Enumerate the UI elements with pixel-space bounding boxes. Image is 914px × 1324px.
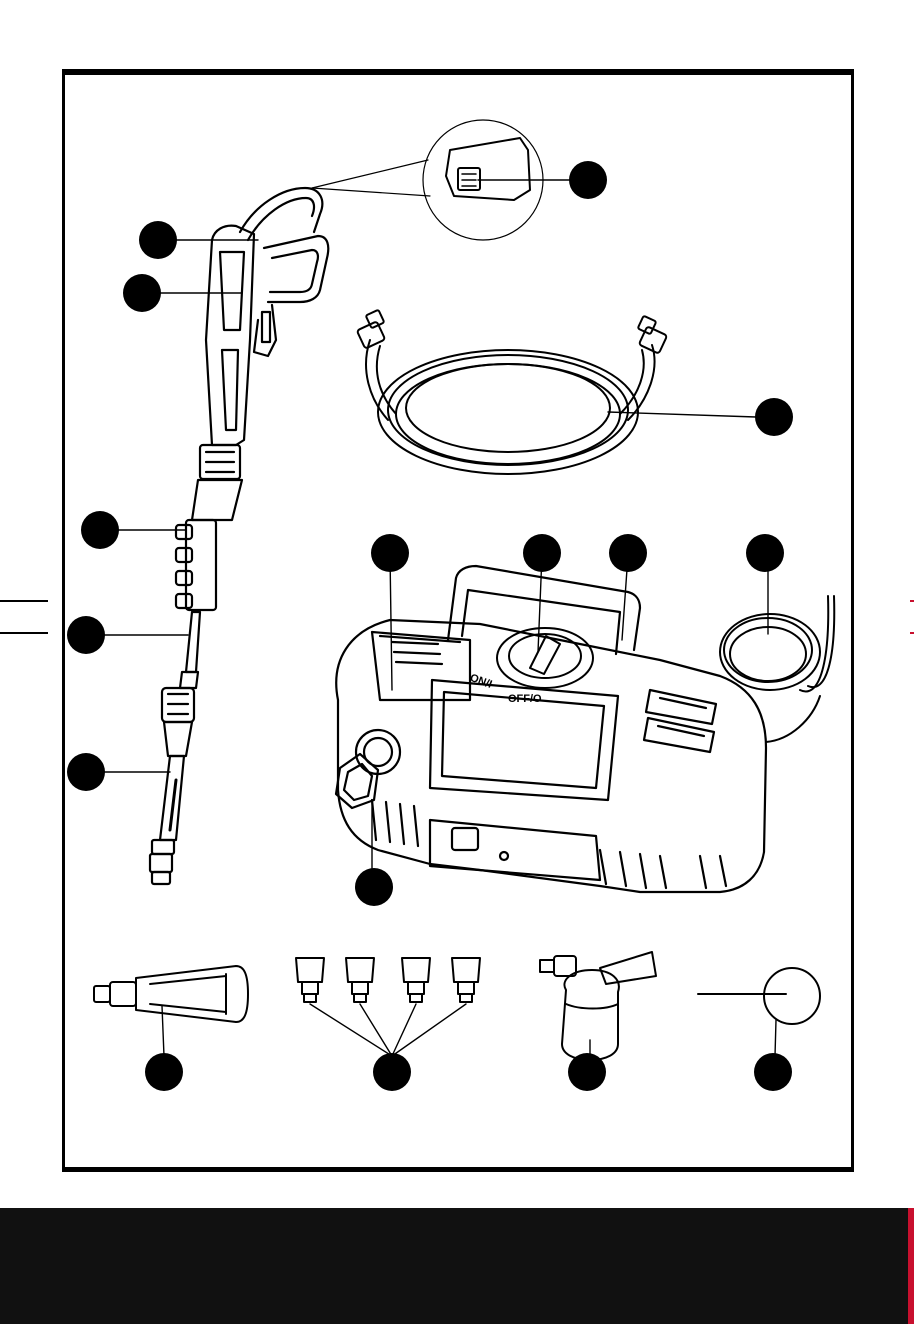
margin-rule-top [0, 600, 48, 602]
callout-lance-upper [67, 616, 105, 654]
turbo-nozzle-accessory [94, 966, 248, 1022]
callout-power-switch [523, 534, 561, 572]
spray-gun [192, 188, 328, 520]
callout-carry-handle [609, 534, 647, 572]
callout-markers [67, 161, 793, 1091]
callout-trigger-lock [569, 161, 607, 199]
callout-turbo-nozzle [145, 1053, 183, 1091]
callout-water-inlet [355, 868, 393, 906]
callout-foam-bottle [568, 1053, 606, 1091]
high-pressure-hose [357, 310, 667, 474]
callout-gun-handle [123, 274, 161, 312]
callout-gun-trigger [139, 221, 177, 259]
cleaning-needle-accessory [698, 968, 820, 1024]
footer-accent-stripe [908, 1208, 914, 1324]
callout-power-cord [746, 534, 784, 572]
dial-off-label: OFF/O [508, 693, 542, 705]
callout-lance-lower [67, 753, 105, 791]
power-cord [720, 596, 834, 742]
dial-on-label: ON/I [468, 672, 493, 691]
foam-bottle-accessory [540, 952, 656, 1060]
quick-connect-nozzle-set [296, 958, 480, 1002]
water-inlet-fitting [336, 730, 400, 808]
margin-rule-bottom [0, 632, 48, 634]
nozzle-adjuster-ring [176, 520, 216, 610]
callout-water-outlet-body [371, 534, 409, 572]
power-dial: ON/I OFF/O [468, 628, 593, 705]
callout-hose [755, 398, 793, 436]
callout-quick-connect-nozzles [373, 1053, 411, 1091]
lance [150, 612, 200, 884]
margin-mark-top [910, 600, 914, 602]
margin-mark-bottom [910, 632, 914, 634]
footer-band [0, 1208, 914, 1324]
callout-nozzle-adjuster [81, 511, 119, 549]
callout-leaders [95, 180, 776, 1056]
callout-cleaning-needle [754, 1053, 792, 1091]
pressure-washer-body [336, 566, 766, 892]
